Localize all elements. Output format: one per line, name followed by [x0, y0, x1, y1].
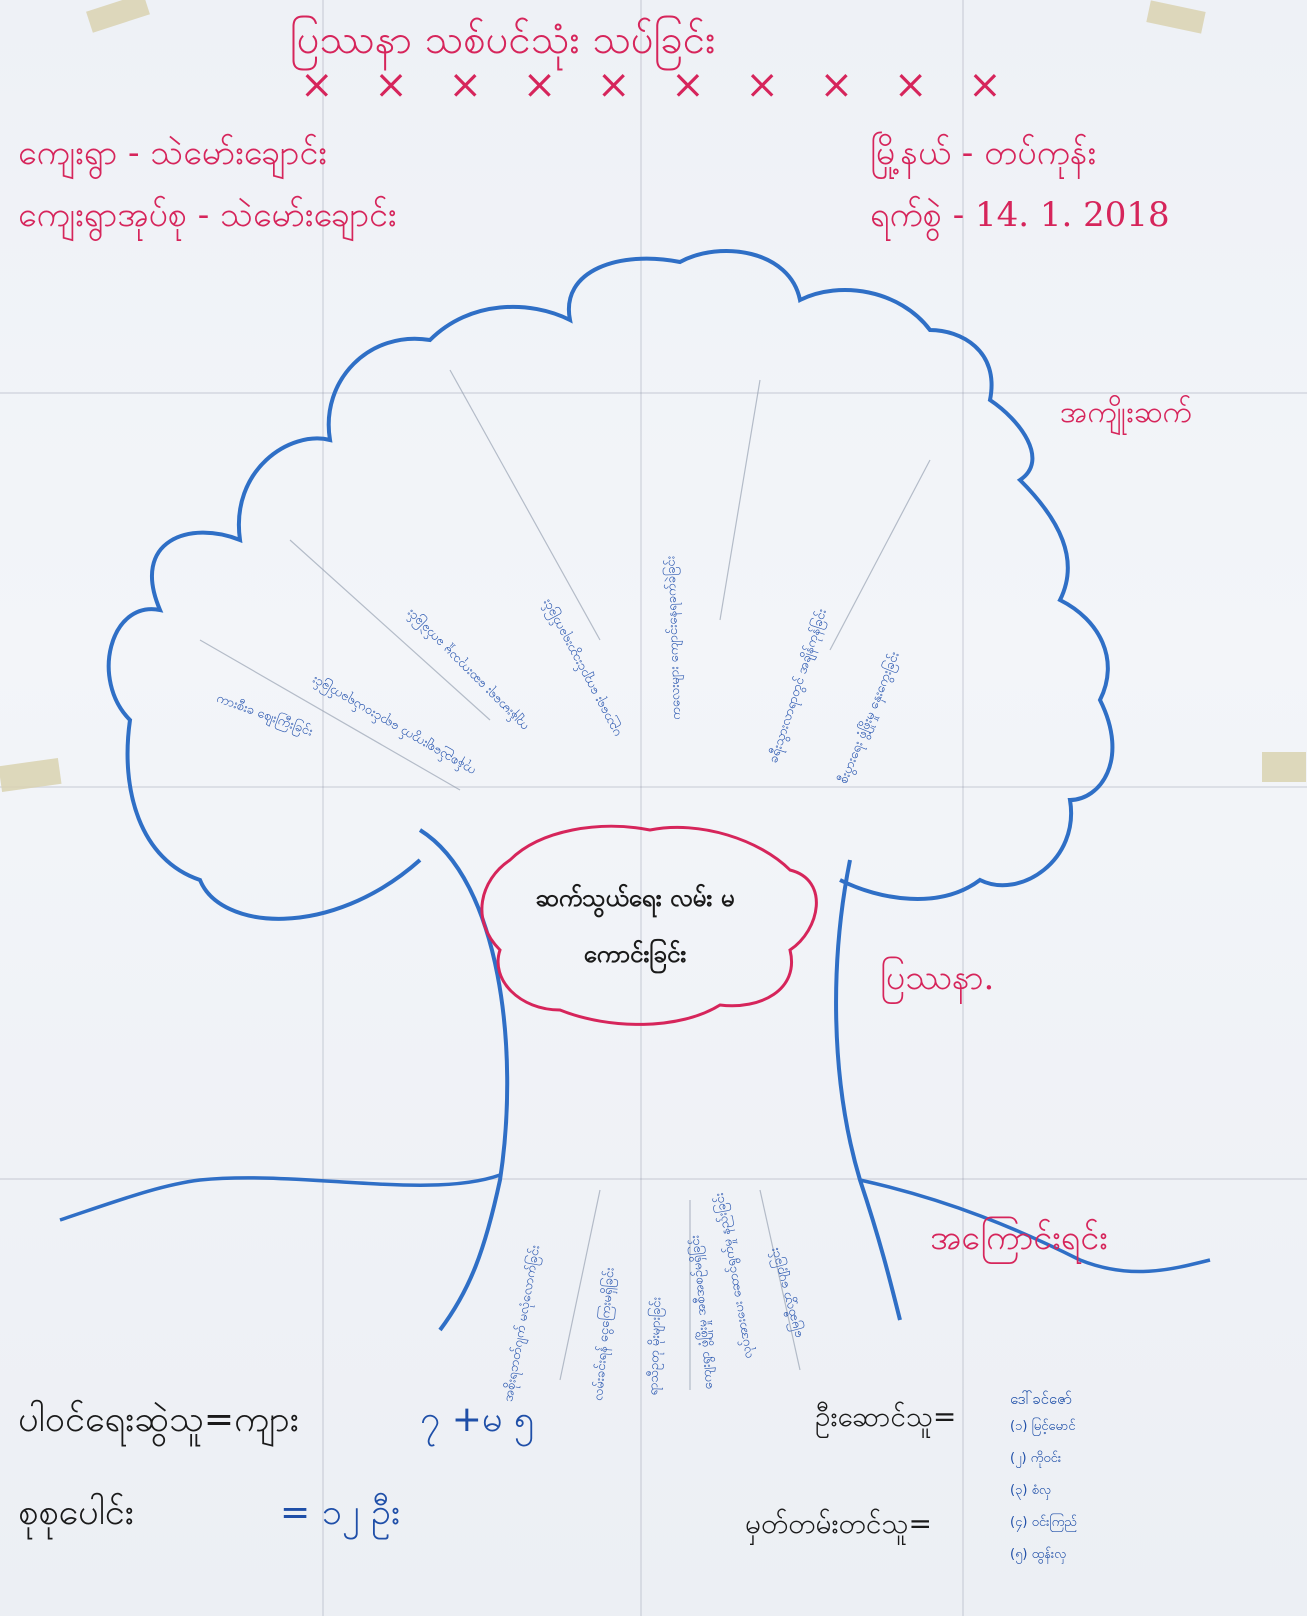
cause-note: ရာသီဥတု မိုးများခြင်း [645, 1296, 665, 1396]
recorder-item: (၂) ကိုဝင်း [1010, 1451, 1062, 1466]
tree-canopy [106, 249, 1115, 921]
recorder-item: (၃) စံလှ [1010, 1483, 1052, 1498]
date-field: ရက်စွဲ - 14. 1. 2018 [870, 195, 1170, 235]
poster-title: ပြဿနာ သစ်ပင်သုံး သပ်ခြင်း [290, 17, 716, 63]
tape [1262, 752, 1306, 782]
recorder-item: (၅) ထွန်းလှ [1010, 1547, 1067, 1562]
tree-trunk-left [418, 828, 510, 1332]
village-field: ကျေးရွာ - သဲမော်းချောင်း [18, 133, 327, 173]
facilitator-value: ဒေါ်ခင်ဇော် [1010, 1390, 1073, 1408]
township-field: မြို့နယ် - တပ်ကုန်း [870, 133, 1097, 173]
causes-label: အကြောင်းရင်း [930, 1218, 1108, 1258]
fold-line [640, 0, 642, 1616]
recorder-label: မှတ်တမ်းတင်သူ= [745, 1507, 932, 1540]
fold-line [962, 0, 964, 1616]
recorder-item: (၁) မြင့်မောင် [1010, 1419, 1076, 1434]
tree-trunk-right [834, 859, 902, 1321]
participants-value: ၇ +မ ၅ [420, 1399, 535, 1440]
central-problem-text: ဆက်သွယ်ရေး လမ်း မကောင်းခြင်း [535, 884, 735, 968]
tree-root-right [859, 1178, 1211, 1274]
fold-line [322, 0, 324, 1616]
facilitator-label: ဦးဆောင်သူ= [815, 1400, 957, 1433]
participants-label: ပါဝင်ရေးဆွဲသူ=ကျား [18, 1399, 299, 1440]
tree-root-left [59, 1173, 501, 1222]
recorder-item: (၄) ဝင်းကြည် [1010, 1515, 1077, 1530]
decorative-cross-row: × × × × × × × × × × [300, 62, 1016, 108]
village-tract-field: ကျေးရွာအုပ်စု - သဲမော်းချောင်း [18, 195, 397, 235]
total-value: = ၁၂ ဦး [280, 1492, 401, 1533]
problem-label: ပြဿနာ. [880, 958, 995, 998]
fold-line [0, 786, 1307, 788]
problem-cloud [480, 824, 818, 1026]
total-label: စုစုပေါင်း [18, 1492, 134, 1533]
effects-label: အကျိုးဆက် [1060, 395, 1192, 430]
fold-line [0, 392, 1307, 394]
fold-line [0, 1178, 1307, 1180]
